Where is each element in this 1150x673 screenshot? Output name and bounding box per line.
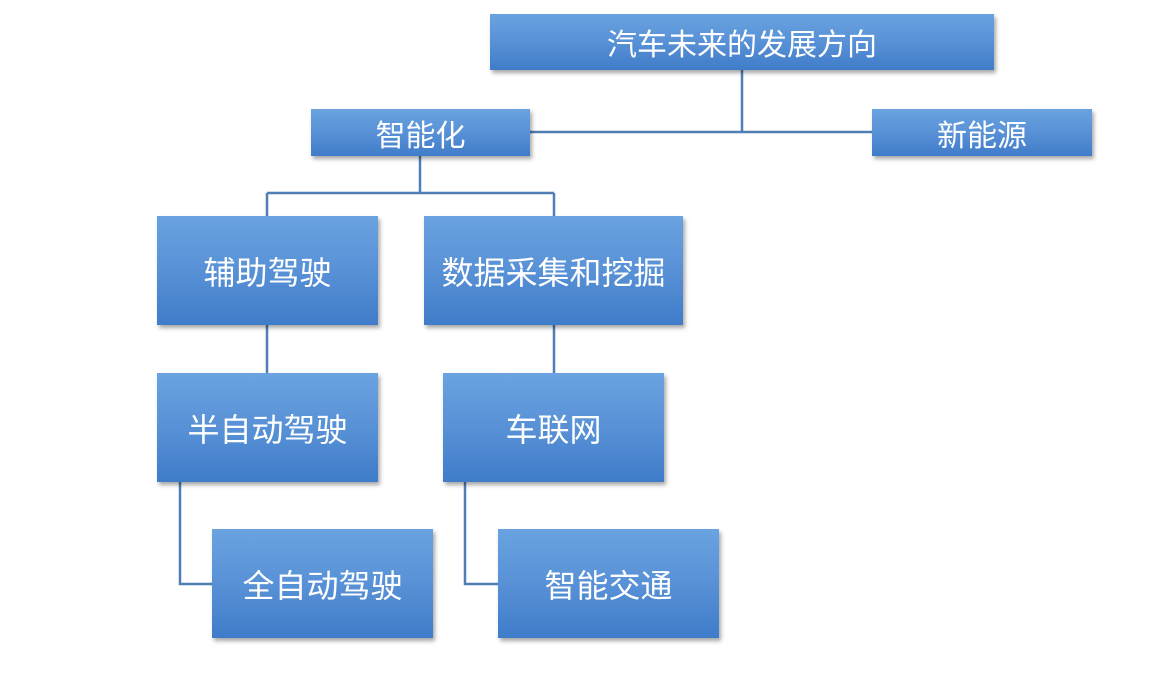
node-intelligent-transport-label: 智能交通 [544, 566, 673, 605]
node-root-label: 汽车未来的发展方向 [607, 28, 877, 63]
node-data-mining: 数据采集和挖掘 [424, 216, 683, 325]
node-connected-vehicles: 车联网 [443, 373, 664, 482]
node-fully-autonomous: 全自动驾驶 [212, 529, 433, 638]
node-assisted-driving-label: 辅助驾驶 [203, 253, 332, 292]
node-intelligence-label: 智能化 [375, 118, 466, 154]
node-data-mining-label: 数据采集和挖掘 [441, 253, 666, 292]
connector-connected-to-transport [463, 482, 498, 586]
node-semi-autonomous-label: 半自动驾驶 [187, 410, 348, 449]
node-intelligence: 智能化 [311, 109, 530, 156]
connector-semi-to-full [178, 482, 212, 586]
node-intelligent-transport: 智能交通 [498, 529, 719, 638]
node-root: 汽车未来的发展方向 [490, 14, 994, 70]
node-assisted-driving: 辅助驾驶 [157, 216, 378, 325]
node-fully-autonomous-label: 全自动驾驶 [242, 566, 403, 605]
node-new-energy-label: 新能源 [937, 118, 1027, 154]
node-new-energy: 新能源 [872, 109, 1092, 156]
node-connected-vehicles-label: 车联网 [505, 410, 602, 449]
node-semi-autonomous: 半自动驾驶 [157, 373, 378, 482]
